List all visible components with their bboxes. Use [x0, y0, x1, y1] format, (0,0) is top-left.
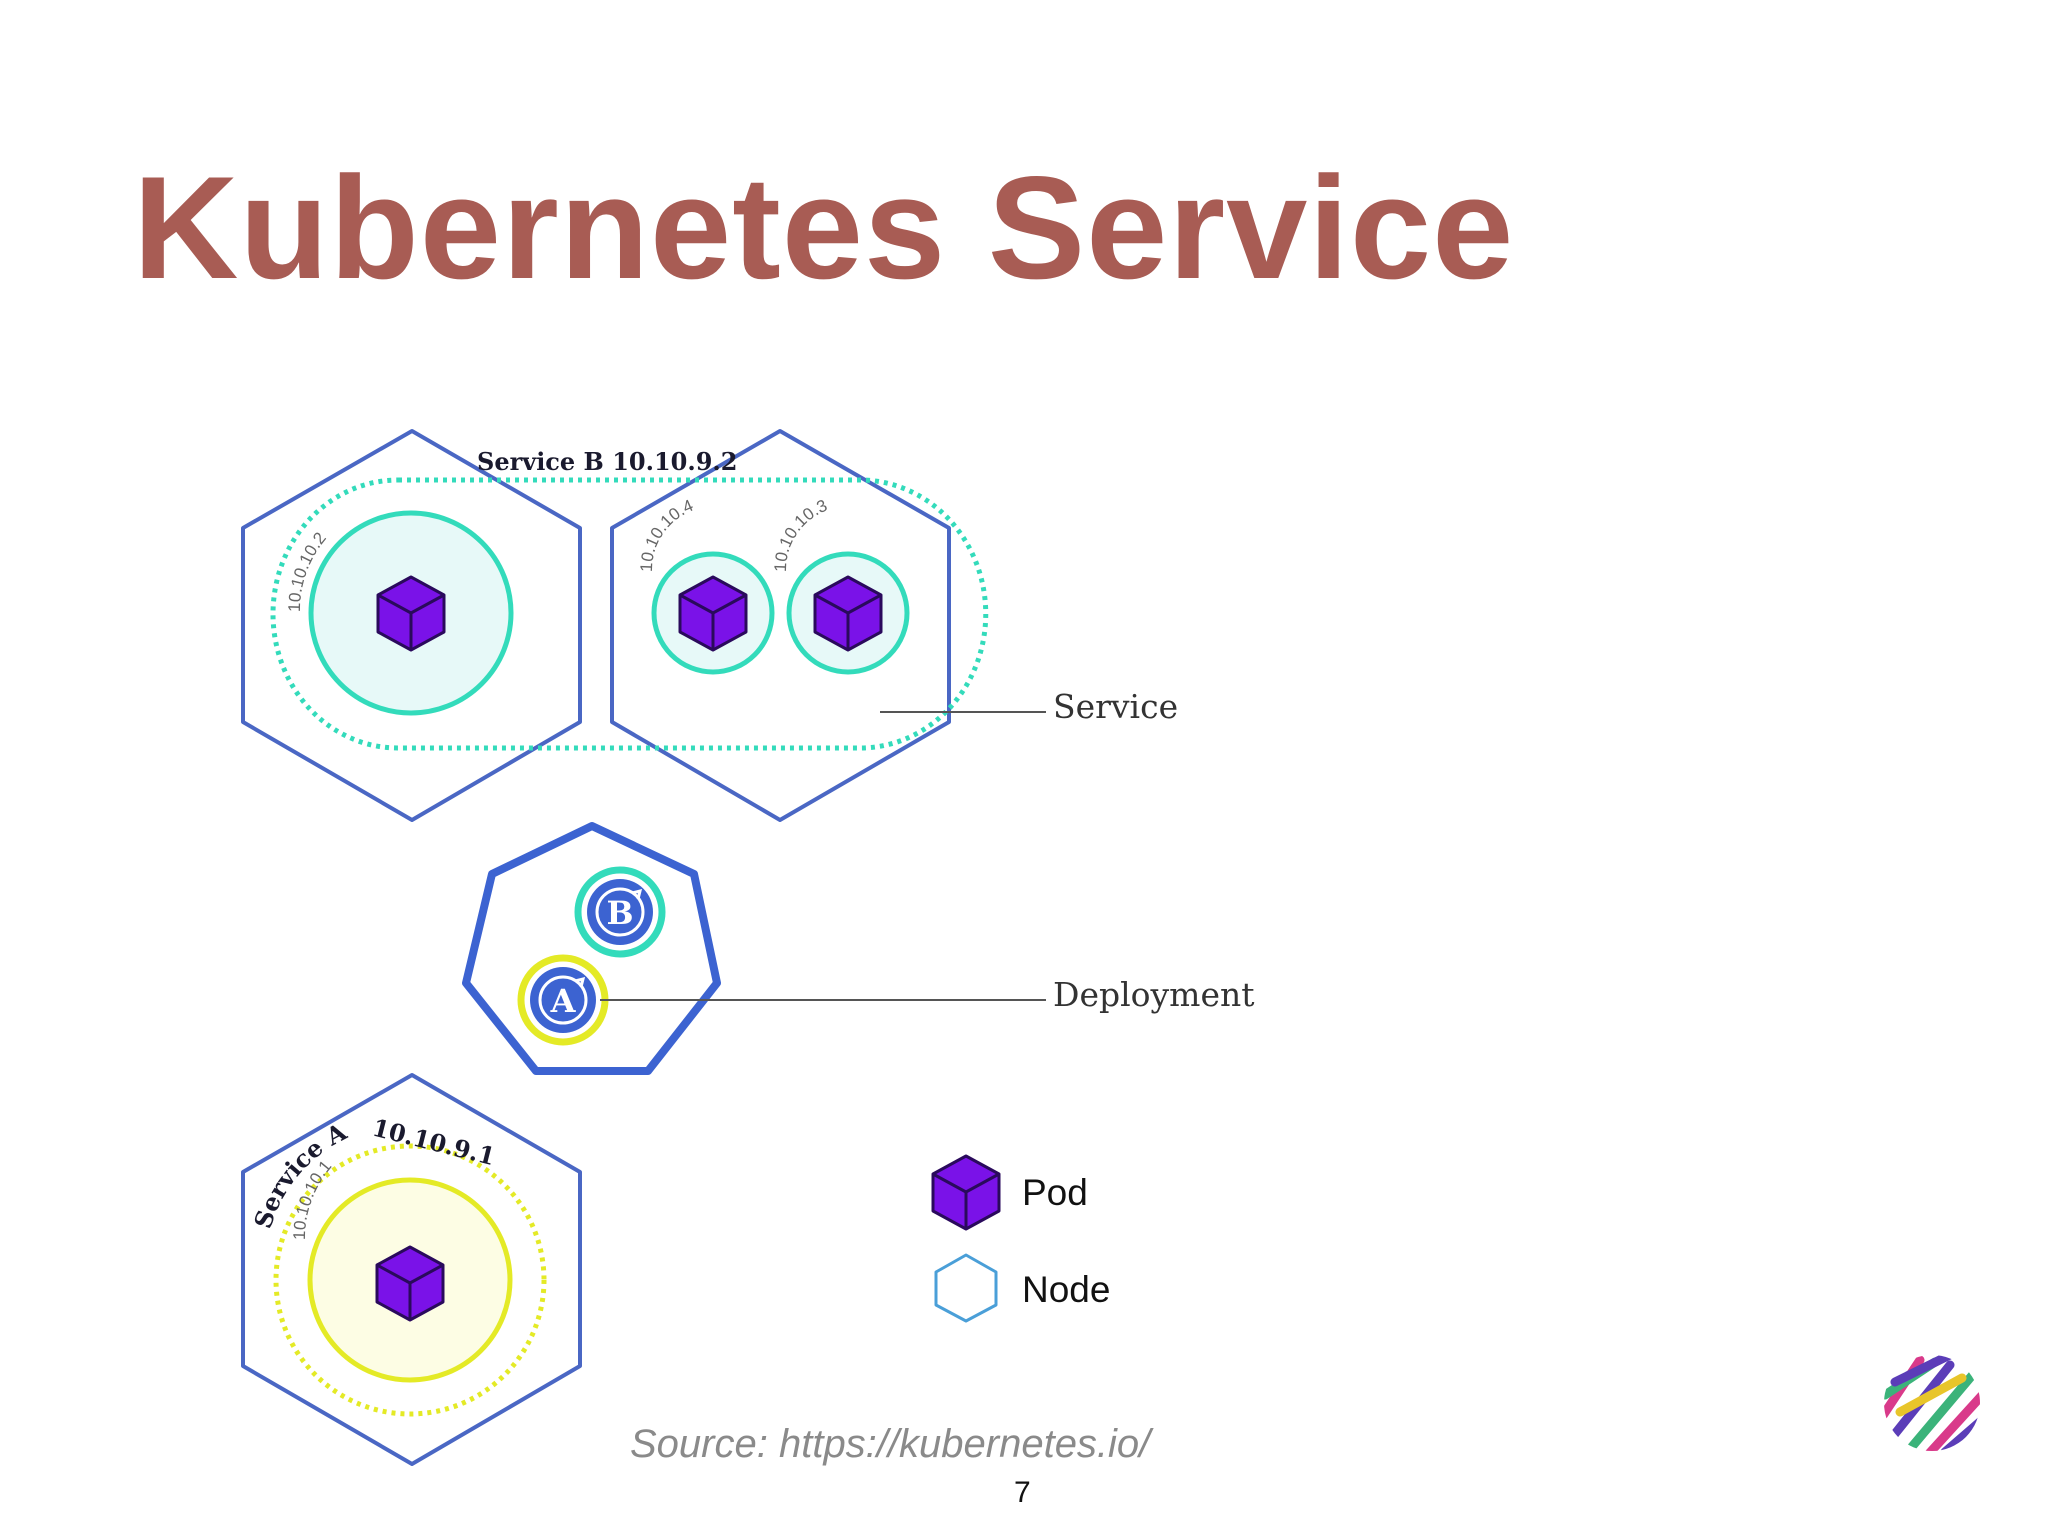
rollout-arrow-icon [574, 976, 586, 988]
pod-2 [651, 551, 775, 675]
pod-1 [308, 510, 514, 716]
svg-text:B: B [606, 894, 633, 932]
legend-node-label: Node [1022, 1269, 1110, 1310]
service-a-boundary [273, 1143, 547, 1417]
legend: Pod Node [931, 1154, 1110, 1323]
service-b-label: Service B 10.10.9.2 [477, 447, 737, 476]
legend-pod-label: Pod [1022, 1172, 1088, 1213]
source-note: Source: https://kubernetes.io/ [630, 1422, 1151, 1466]
slide-title: Kubernetes Service [133, 146, 1515, 309]
rollout-arrow-icon [631, 888, 643, 900]
node-hexagon-2 [610, 429, 951, 822]
deployment-callout-label: Deployment [1053, 975, 1255, 1014]
pod-4 [307, 1177, 513, 1383]
service-b-boundary [270, 477, 989, 751]
pod-cube-icon [931, 1154, 1001, 1231]
deployment-badge-b: B [574, 866, 666, 958]
pod-3 [786, 551, 910, 675]
deployment-badge-a: A [517, 954, 609, 1046]
node-hexagon-icon [934, 1253, 998, 1323]
logo-mark [1884, 1355, 1980, 1451]
svg-text:A: A [550, 982, 577, 1020]
service-callout-label: Service [1053, 687, 1178, 726]
page-number: 7 [1014, 1476, 1031, 1509]
